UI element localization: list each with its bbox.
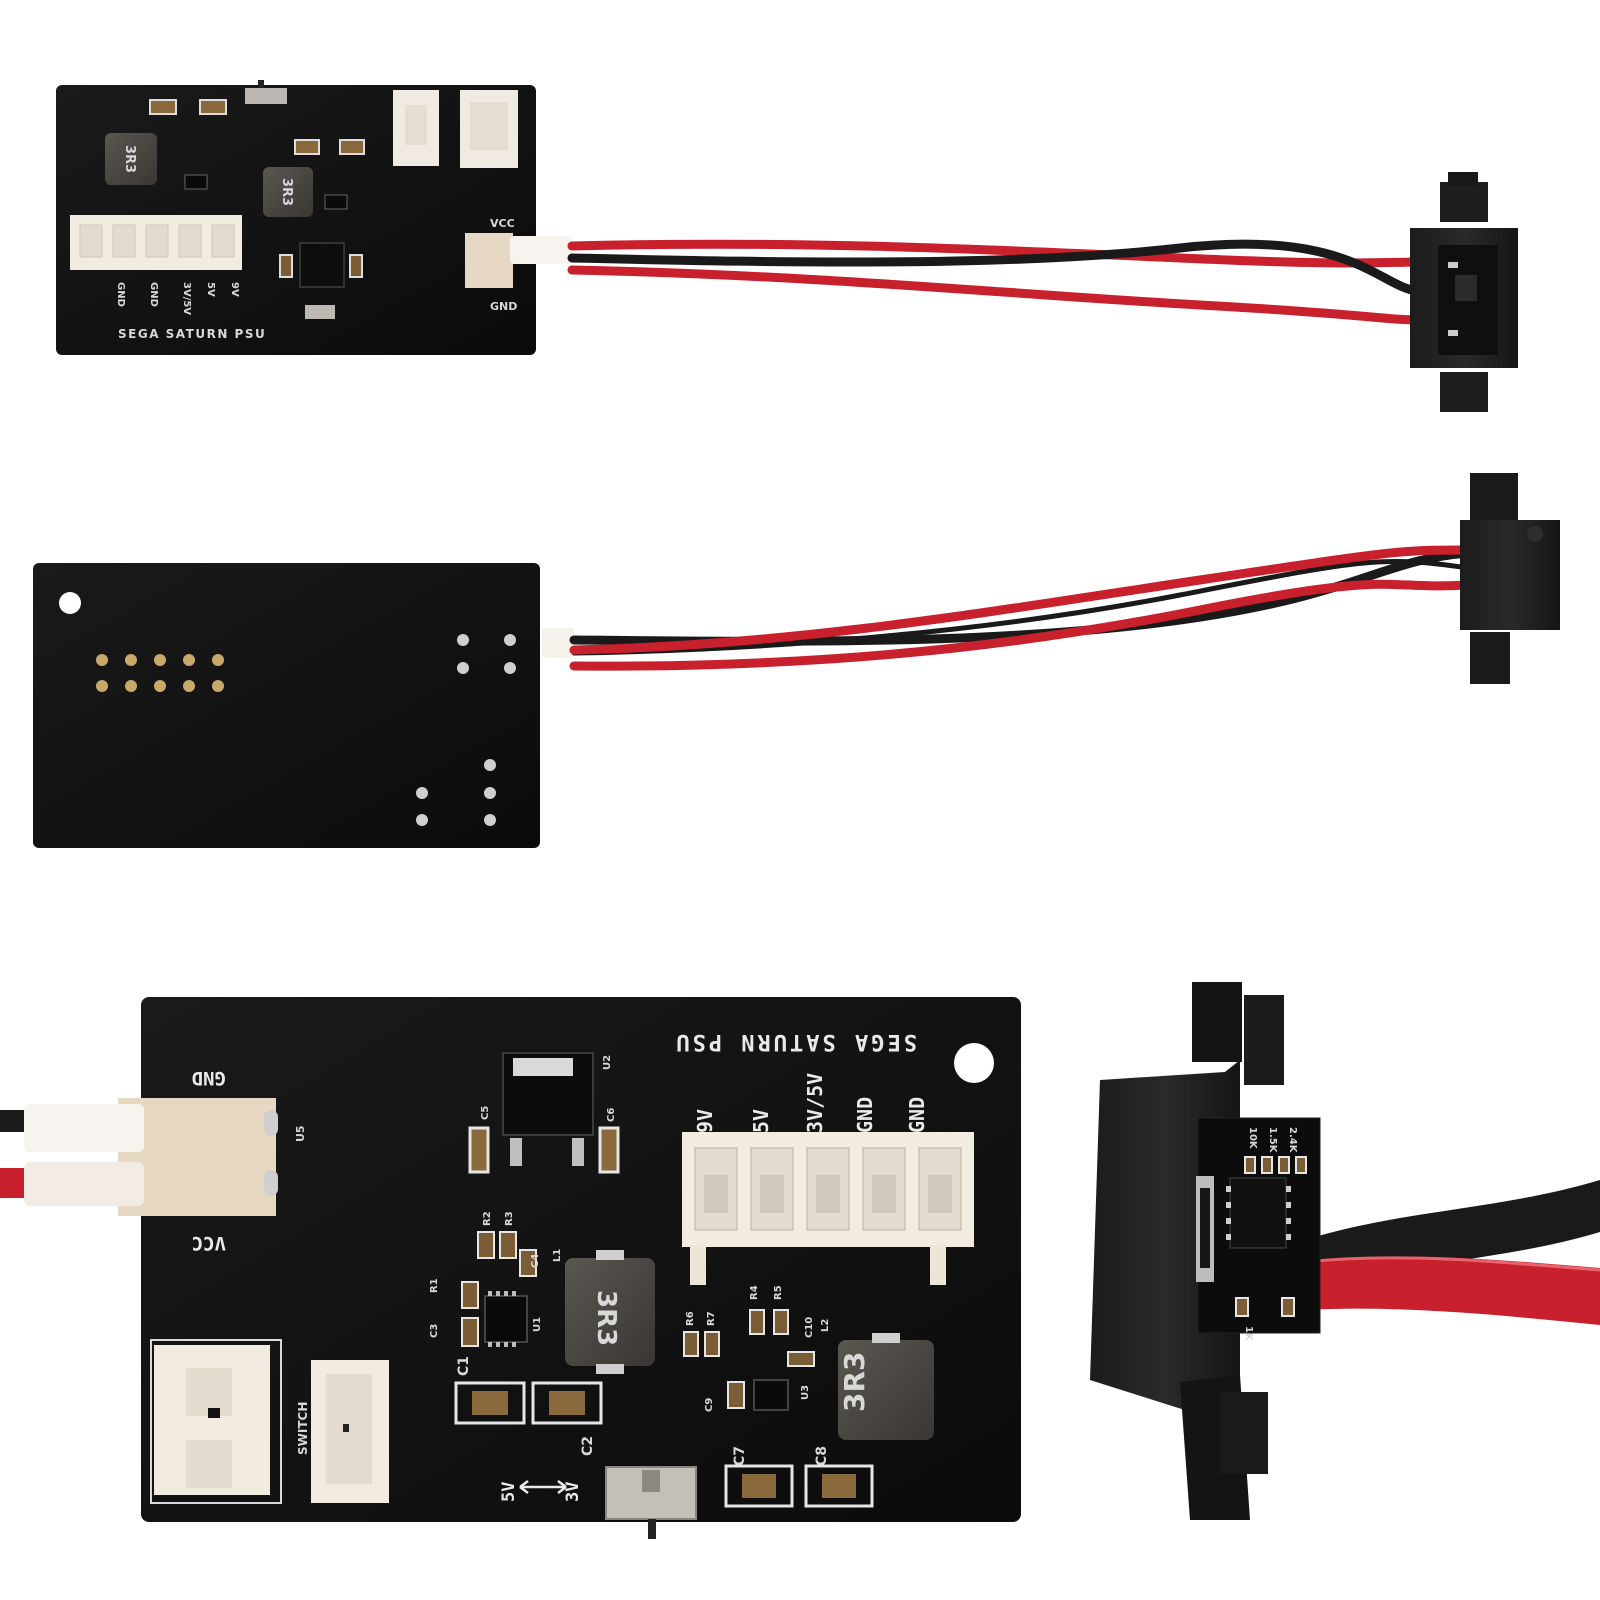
top-board-title: SEGA SATURN PSU — [118, 327, 266, 341]
sensor-label-10k: 10K — [1247, 1127, 1258, 1150]
c6-label: C6 — [606, 1108, 617, 1122]
top-gnd-label: GND — [490, 300, 517, 313]
l2-mark: 3R3 — [838, 1351, 871, 1412]
top-pin-label-4: 5V — [205, 282, 216, 297]
u2-label: U2 — [602, 1055, 613, 1070]
l2-label: L2 — [820, 1319, 831, 1332]
u3-label: U3 — [800, 1385, 811, 1400]
middle-sensor-bracket — [1460, 473, 1560, 684]
pin-label-5v: 5V — [749, 1109, 773, 1133]
top-pin-label-3: 3V/5V — [181, 282, 192, 315]
top-vcc-label: VCC — [490, 217, 515, 230]
pin-label-3v5v: 3V/5V — [803, 1073, 827, 1133]
u1-label: U1 — [532, 1317, 543, 1332]
c9-label: C9 — [704, 1398, 715, 1412]
top-cable — [567, 239, 1430, 325]
c3-label: C3 — [429, 1324, 440, 1338]
gnd-label: GND — [192, 1067, 226, 1089]
c8-label: C8 — [814, 1446, 830, 1466]
l1-label: L1 — [552, 1249, 563, 1262]
c1-label: C1 — [456, 1356, 472, 1376]
top-sensor-bracket — [1410, 172, 1518, 412]
sensor-label-24k: 2.4K — [1287, 1127, 1298, 1154]
l1-mark: 3R3 — [591, 1290, 621, 1346]
sensor-label-1k: 1K — [1243, 1326, 1254, 1342]
c2-label: C2 — [580, 1436, 596, 1456]
pin-label-gnd-2: GND — [905, 1097, 929, 1133]
r7-label: R7 — [706, 1311, 717, 1326]
bottom-board-front: SEGA SATURN PSU GND VCC U5 U2 C5 C6 — [118, 997, 1021, 1539]
sensor-module-closeup: 10K 1K 1.5K 2.4K — [1090, 982, 1600, 1520]
top-pin-label-2: GND — [148, 282, 159, 307]
middle-board-back — [33, 563, 574, 848]
switch-label: SWITCH — [296, 1402, 310, 1455]
bottom-left-cable — [0, 1104, 144, 1206]
r6-label: R6 — [685, 1311, 696, 1326]
r4-label: R4 — [749, 1285, 760, 1300]
c7-label: C7 — [732, 1446, 748, 1466]
r5-label: R5 — [773, 1285, 784, 1300]
u5-label: U5 — [294, 1125, 307, 1142]
sensor-label-15k: 1.5K — [1267, 1127, 1278, 1154]
c4-label: C4 — [530, 1254, 541, 1268]
c10-label: C10 — [804, 1317, 815, 1338]
voltage-5v-label: 5V — [499, 1482, 519, 1502]
voltage-3v-label: 3V — [563, 1482, 583, 1502]
r2-label: R2 — [482, 1211, 493, 1226]
voltage-arrow-icon — [519, 1480, 567, 1494]
r3-label: R3 — [504, 1211, 515, 1226]
middle-cable — [569, 545, 1473, 671]
top-inductor-2-mark: 3R3 — [279, 178, 294, 206]
c5-label: C5 — [480, 1106, 491, 1120]
top-pin-label-1: GND — [115, 282, 126, 307]
pin-label-9v: 9V — [693, 1109, 717, 1133]
pin-label-gnd-1: GND — [853, 1097, 877, 1133]
top-pin-label-5: 9V — [229, 282, 240, 297]
board-title: SEGA SATURN PSU — [673, 1029, 917, 1054]
r1-label: R1 — [429, 1278, 440, 1293]
vcc-label: VCC — [192, 1232, 226, 1254]
top-inductor-1-mark: 3R3 — [122, 145, 137, 173]
top-board-front: 3R3 3R3 GND GND 3V/5V 5V 9V VCC GND SEGA… — [56, 80, 572, 355]
